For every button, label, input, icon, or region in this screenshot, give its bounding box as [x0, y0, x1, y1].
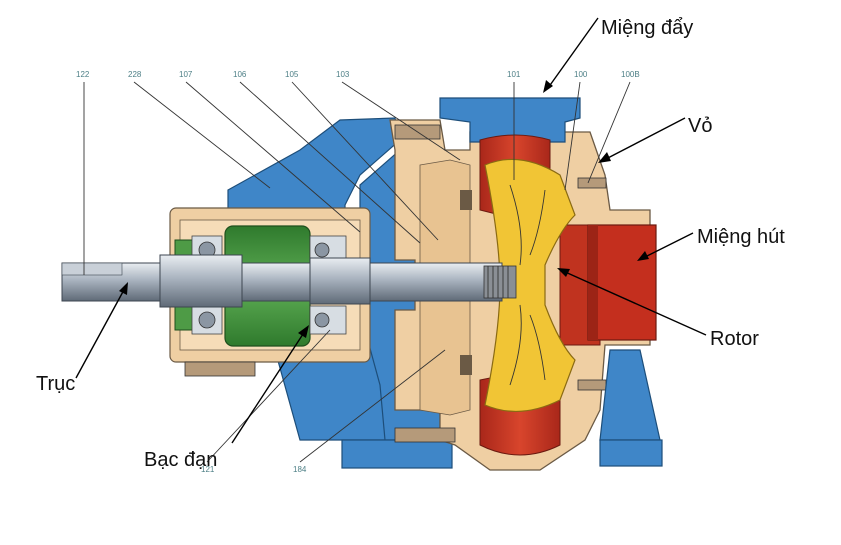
callout-labels: Miệng đẩy Vỏ Miệng hút Rotor Trục Bạc đạ… [36, 17, 785, 471]
suction-nozzle [587, 224, 657, 341]
part-122-label: 122 [76, 70, 90, 79]
callout-leaders [75, 17, 707, 444]
part-100b-label: 100B [621, 70, 640, 79]
suction-inlet-label: Miệng hút [697, 226, 785, 248]
part-105-label: 105 [285, 70, 299, 79]
shaft [61, 254, 503, 308]
part-184-label: 184 [293, 465, 307, 474]
part-101-label: 101 [507, 70, 521, 79]
part-228-label: 228 [128, 70, 142, 79]
shaft-label: Trục [36, 373, 75, 395]
bearing-label: Bạc đạn [144, 449, 217, 471]
part-number-labels: 122 228 107 106 105 103 101 100 100B 184… [76, 70, 640, 474]
rotor-label: Rotor [710, 328, 759, 350]
casing-foot [599, 349, 663, 467]
part-number-leaders [83, 81, 631, 463]
part-107-label: 107 [179, 70, 193, 79]
part-100-label: 100 [574, 70, 588, 79]
impeller-nut-thread [483, 265, 517, 299]
part-106-label: 106 [233, 70, 247, 79]
part-121-label: 121 [201, 465, 215, 474]
discharge-outlet-label: Miệng đẩy [601, 17, 693, 39]
casing-label: Vỏ [688, 115, 712, 137]
discharge-flange [439, 97, 581, 143]
part-103-label: 103 [336, 70, 350, 79]
